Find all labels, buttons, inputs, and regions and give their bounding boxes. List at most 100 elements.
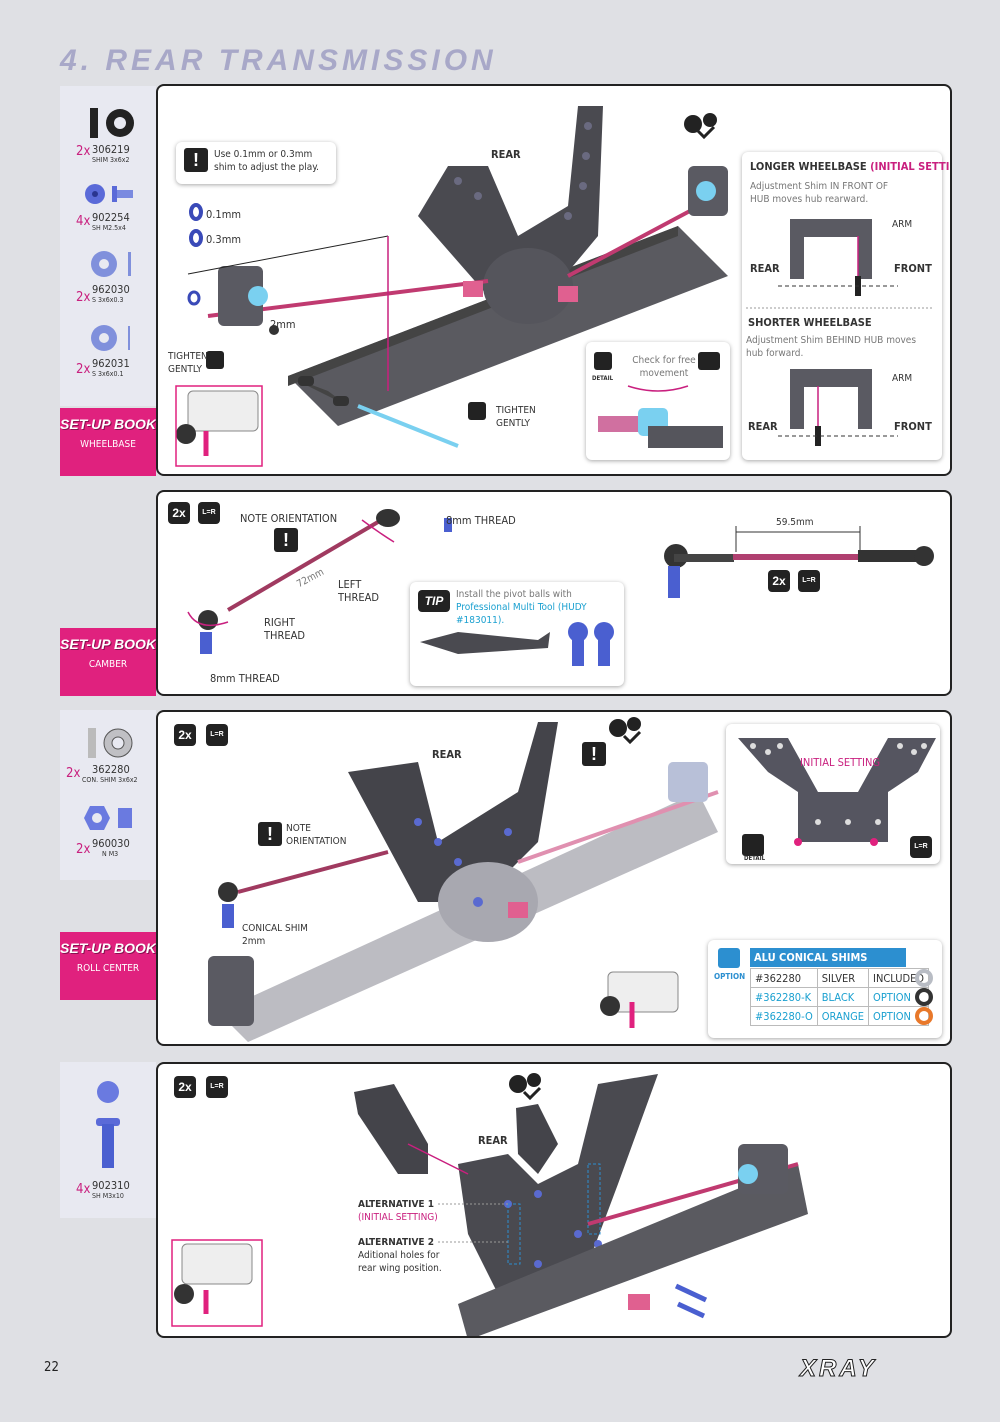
shim-label-01: 0.1mm bbox=[206, 208, 242, 221]
nut-icon bbox=[84, 806, 132, 830]
part-item: 2x 960030 N M3 bbox=[60, 800, 156, 870]
camber-link-illustration bbox=[187, 509, 934, 654]
wrench-icon bbox=[468, 402, 486, 420]
rear-label: REAR bbox=[432, 748, 462, 761]
shock-tower-illustration bbox=[738, 738, 936, 856]
section-title: 4. REAR TRANSMISSION bbox=[60, 44, 497, 77]
longer-wheelbase-desc: Adjustment Shim IN FRONT OF HUB moves hu… bbox=[750, 181, 889, 205]
exclamation-icon: ! bbox=[582, 742, 606, 766]
quantity-badge: 2x bbox=[768, 570, 790, 592]
setup-book-badge-roll-center: SET-UP BOOK ROLL CENTER bbox=[60, 932, 156, 1000]
part-item: 4x 902254 SH M2.5x4 bbox=[60, 178, 156, 238]
alt2-title: ALTERNATIVE 2 bbox=[358, 1237, 434, 1248]
part-item: 2x 306219 SHIM 3x6x2 bbox=[60, 104, 156, 164]
tighten-label-left: TIGHTEN GENTLY bbox=[168, 351, 208, 375]
alt2-desc: Aditional holes for rear wing position. bbox=[358, 1250, 442, 1274]
rear-label: REAR bbox=[748, 420, 778, 433]
tip-text: Install the pivot balls with Professiona… bbox=[456, 589, 587, 626]
conical-shim-icon bbox=[88, 728, 133, 758]
left-right-badge: L=R bbox=[198, 502, 220, 524]
rear-transmission-illustration bbox=[175, 106, 934, 467]
table-row: #362280-K BLACK OPTION bbox=[750, 987, 929, 1007]
front-label: FRONT bbox=[894, 420, 932, 433]
multi-tool-illustration bbox=[420, 622, 614, 666]
detail-badge: DETAIL bbox=[744, 855, 766, 862]
wrench-icon bbox=[206, 351, 224, 369]
step-panel-2: 2x L=R NOTE ORIENTATION ! 8mm THREAD 72m… bbox=[156, 490, 952, 696]
washer-icon bbox=[91, 251, 131, 277]
shim-icon bbox=[90, 108, 134, 138]
detail-illustration bbox=[594, 352, 723, 448]
shim-swatches bbox=[915, 969, 933, 1025]
screw-icon bbox=[96, 1081, 120, 1168]
shim-label-03: 0.3mm bbox=[206, 233, 242, 246]
quantity-badge: 2x bbox=[168, 502, 190, 524]
quantity-badge: 2x bbox=[174, 1076, 196, 1098]
exclamation-icon: ! bbox=[184, 148, 208, 172]
rear-label: REAR bbox=[478, 1134, 508, 1147]
step-panel-4: 2x L=R REAR ALTERNATIVE 1 (INITIAL SETTI… bbox=[156, 1062, 952, 1338]
left-thread-label: LEFT THREAD bbox=[338, 578, 380, 604]
thread-label-top: 8mm THREAD bbox=[446, 514, 516, 527]
shorter-wheelbase-desc: Adjustment Shim BEHIND HUB moves hub for… bbox=[746, 335, 917, 359]
tools-icon bbox=[609, 717, 642, 745]
arm-label: ARM bbox=[892, 219, 913, 230]
longer-wheelbase-title: LONGER WHEELBASE (INITIAL SETTING) bbox=[750, 160, 950, 173]
thumbs-up-icon bbox=[718, 948, 740, 968]
parts-sidebar-4: 4x 902310 SH M3x10 bbox=[60, 1062, 156, 1218]
screw-icon bbox=[85, 184, 133, 204]
shims-table: #362280 SILVER INCLUDED #362280-K BLACK … bbox=[750, 968, 929, 1026]
left-right-badge: L=R bbox=[206, 1076, 228, 1098]
shorter-wheelbase-title: SHORTER WHEELBASE bbox=[748, 316, 872, 329]
exclamation-icon: ! bbox=[274, 528, 298, 552]
washer-icon bbox=[91, 325, 130, 351]
dimension-label: 59.5mm bbox=[776, 517, 814, 528]
part-item: 2x 962030 S 3x6x0.3 bbox=[60, 246, 156, 306]
alt1-tag: (INITIAL SETTING) bbox=[358, 1212, 438, 1223]
tighten-label-right: TIGHTEN GENTLY bbox=[496, 405, 536, 429]
car-setup-illustration bbox=[175, 385, 263, 467]
left-right-badge: L=R bbox=[910, 836, 932, 858]
part-item: 2x 962031 S 3x6x0.1 bbox=[60, 320, 156, 380]
roll-center-illustration bbox=[208, 717, 719, 1042]
car-setup-illustration bbox=[171, 1239, 263, 1327]
step-panel-1: ! Use 0.1mm or 0.3mm shim to adjust the … bbox=[156, 84, 952, 476]
part-item: 4x 902310 SH M3x10 bbox=[60, 1080, 156, 1210]
brand-logo: XRAY bbox=[800, 1355, 877, 1383]
parts-sidebar-1: 2x 306219 SHIM 3x6x2 4x 902254 SH M2.5x4… bbox=[60, 86, 156, 406]
tip-badge: TIP bbox=[418, 590, 450, 612]
rear-label: REAR bbox=[491, 148, 521, 161]
page-number: 22 bbox=[44, 1360, 59, 1375]
exclamation-icon: ! bbox=[258, 822, 282, 846]
car-setup-illustration bbox=[600, 971, 679, 1028]
left-right-badge: L=R bbox=[798, 570, 820, 592]
table-row: #362280 SILVER INCLUDED bbox=[750, 968, 929, 988]
dim-label: 2mm bbox=[270, 318, 296, 331]
option-label: OPTION bbox=[714, 972, 746, 981]
rear-wing-mount-illustration bbox=[171, 1073, 808, 1336]
part-item: 2x 362280 CON. SHIM 3x6x2 bbox=[60, 724, 156, 794]
initial-setting-label: INITIAL SETTING bbox=[800, 756, 881, 769]
rear-label: REAR bbox=[750, 262, 780, 275]
left-right-badge: L=R bbox=[206, 724, 228, 746]
note-orientation-label: NOTE ORIENTATION bbox=[286, 823, 347, 847]
tools-icon bbox=[509, 1073, 542, 1101]
setup-book-badge-camber: SET-UP BOOK CAMBER bbox=[60, 628, 156, 696]
arm-label: ARM bbox=[892, 373, 913, 384]
detail-badge: DETAIL bbox=[592, 375, 614, 382]
parts-sidebar-3: 2x 362280 CON. SHIM 3x6x2 2x 960030 N M3 bbox=[60, 710, 156, 880]
shims-table-title: ALU CONICAL SHIMS bbox=[750, 948, 906, 967]
table-row: #362280-O ORANGE OPTION bbox=[750, 1006, 929, 1026]
note-orientation-label: NOTE ORIENTATION bbox=[240, 512, 338, 525]
front-label: FRONT bbox=[894, 262, 932, 275]
thread-label-bottom: 8mm THREAD bbox=[210, 672, 280, 685]
alt1-title: ALTERNATIVE 1 bbox=[358, 1199, 434, 1210]
quantity-badge: 2x bbox=[174, 724, 196, 746]
detail-note: Check for free movement bbox=[632, 355, 696, 379]
note-text: Use 0.1mm or 0.3mm shim to adjust the pl… bbox=[214, 149, 319, 173]
tools-icon bbox=[684, 113, 717, 140]
step-panel-3: 2x L=R ! REAR ! NOTE ORIENTATION CONICAL… bbox=[156, 710, 952, 1046]
right-thread-label: RIGHT THREAD bbox=[264, 616, 306, 642]
setup-book-badge-wheelbase: SET-UP BOOK WHEELBASE bbox=[60, 408, 156, 476]
